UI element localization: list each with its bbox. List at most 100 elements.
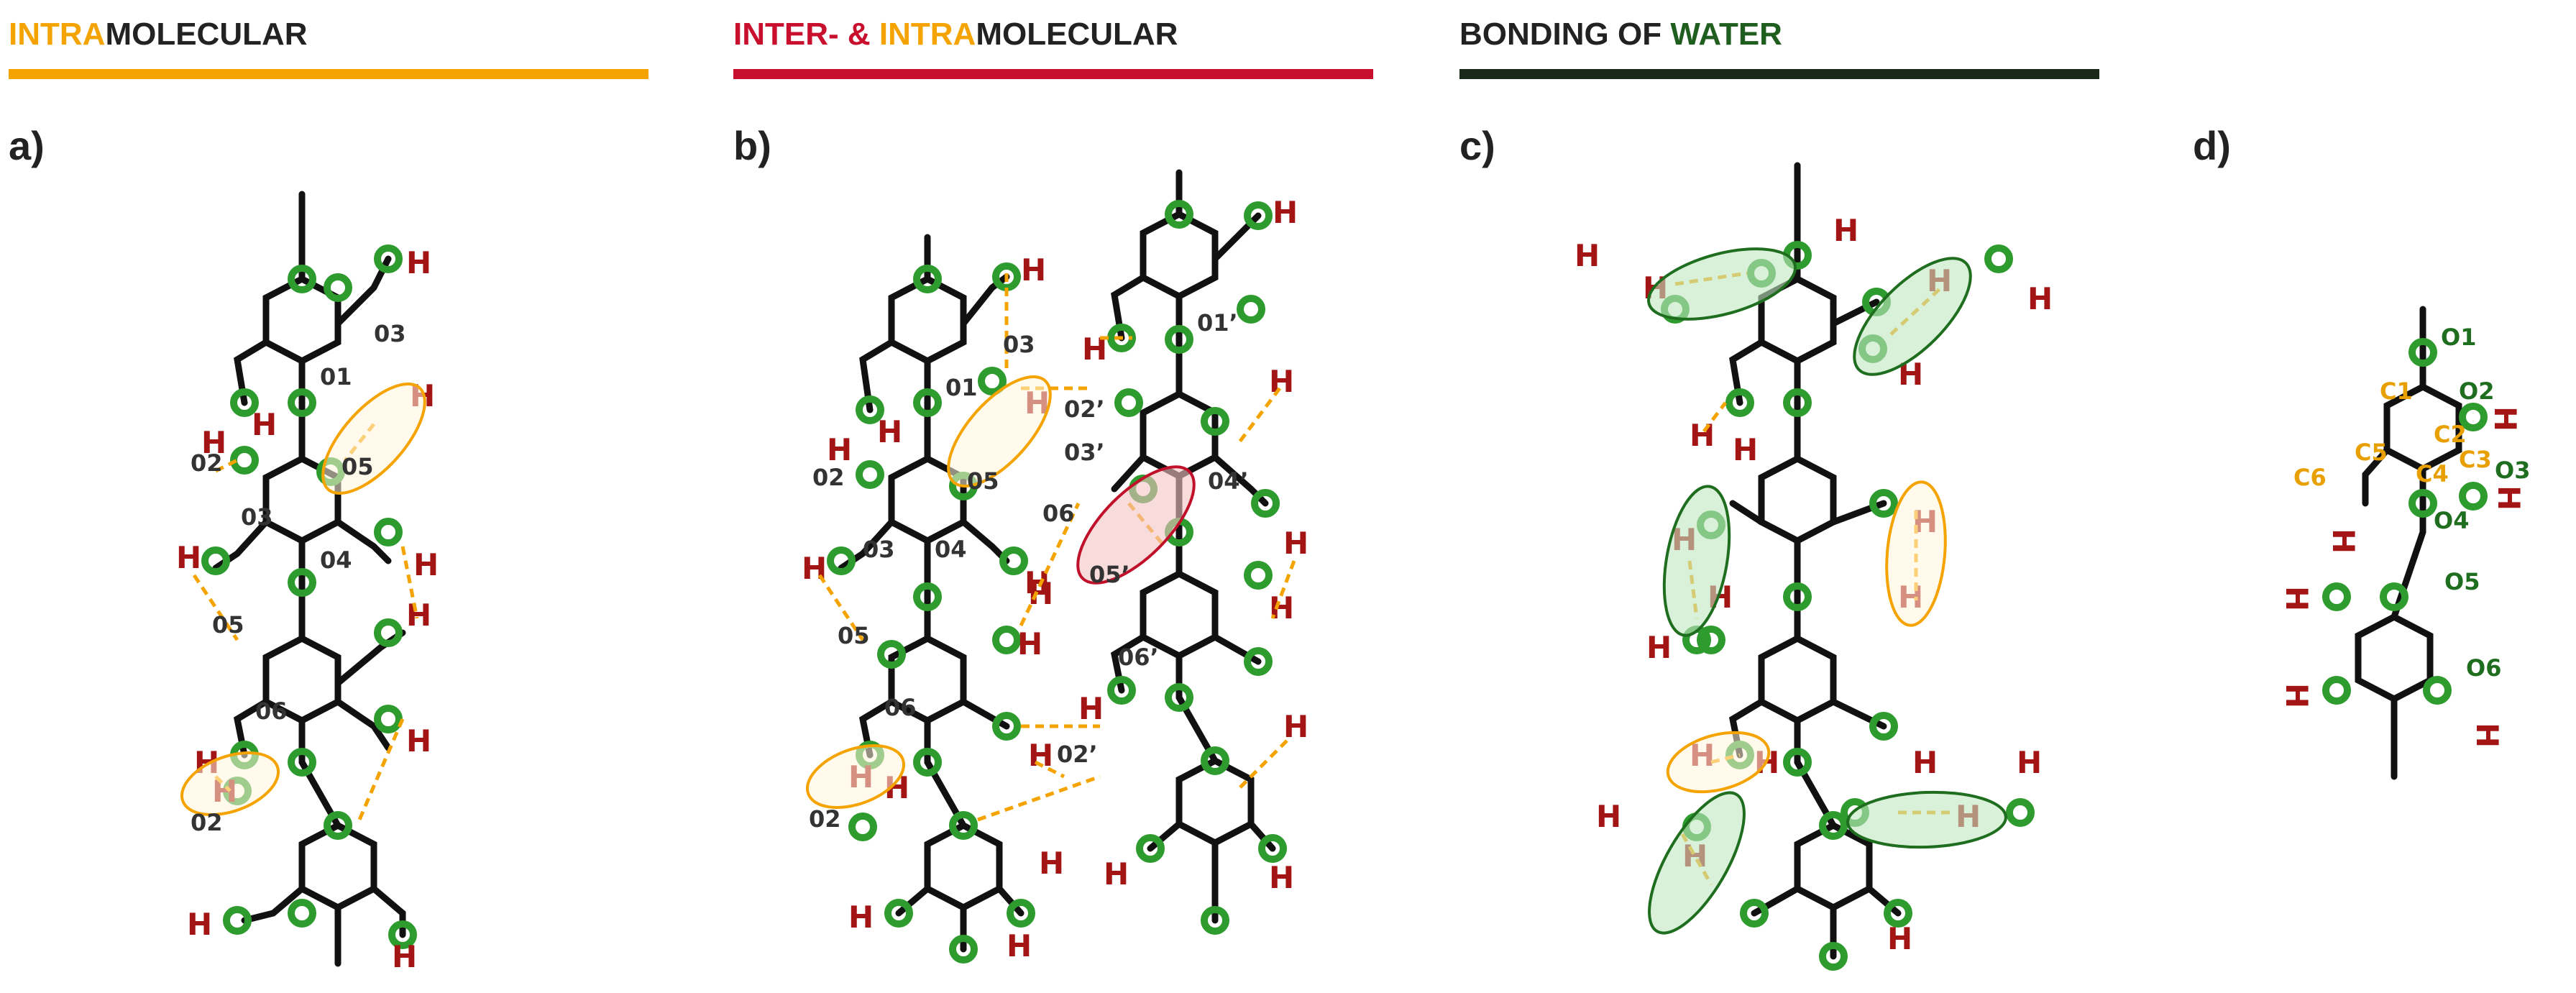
atom-label-o5: 05 xyxy=(967,467,999,495)
intramolecular-highlight xyxy=(180,751,280,816)
oxygen-atom xyxy=(852,816,874,838)
hydrogen-atom: H xyxy=(1021,252,1046,288)
header-bonding-of-water: BONDING OF WATER xyxy=(1459,17,2099,79)
atom-label-o3b: 03 xyxy=(241,503,273,531)
atom-label-o3: O3 xyxy=(2495,457,2530,484)
oxygen-atom xyxy=(2383,586,2405,608)
header-a-part2: MOLECULAR xyxy=(105,17,307,52)
panel-d-atom-numbering: H H H H H H O1 O2 O3 O4 O5 O6 C1 C2 C3 C… xyxy=(2279,306,2530,780)
atom-label-c6: C6 xyxy=(2293,464,2327,491)
oxygen-atom xyxy=(1247,564,1269,586)
oxygen-atom xyxy=(377,521,399,543)
atom-label-o5: 05 xyxy=(342,453,374,480)
atom-label-c4: C4 xyxy=(2416,460,2449,488)
atom-label-o6: 06 xyxy=(1042,500,1075,527)
oxygen-atom xyxy=(1988,248,2009,270)
atom-label-c2: C2 xyxy=(2434,421,2467,448)
water-bonding-highlight xyxy=(1846,790,2007,849)
hydrogen-atom: H xyxy=(1273,195,1298,230)
oxygen-atom xyxy=(830,550,852,572)
intramolecular-highlight xyxy=(1885,480,1947,627)
oxygen-atom xyxy=(981,370,1003,392)
hydrogen-atom: H xyxy=(252,407,277,442)
intramolecular-highlight xyxy=(1666,731,1771,794)
hydrogen-atom: H xyxy=(187,907,212,942)
hydrogen-atom: H xyxy=(848,900,874,935)
oxygen-atom xyxy=(377,622,399,644)
atom-label-c3: C3 xyxy=(2459,446,2492,473)
atom-label-o5p: 05’ xyxy=(1089,561,1130,588)
header-c-part1: BONDING OF xyxy=(1459,17,1670,52)
atom-label-o4: 04 xyxy=(320,546,352,574)
hydrogen-atom: H xyxy=(2326,528,2361,554)
hydrogen-atom: H xyxy=(201,425,226,460)
header-b-part3: MOLECULAR xyxy=(976,17,1178,52)
atom-label-o3: 03 xyxy=(374,320,406,347)
oxygen-atom xyxy=(291,902,313,924)
hydrogen-atom: H xyxy=(406,723,431,759)
hydrogen-atom: H xyxy=(1269,364,1294,399)
header-a-part1: INTRA xyxy=(9,17,105,52)
atom-label-o4: O4 xyxy=(2434,507,2469,534)
oxygen-atom xyxy=(2326,586,2347,608)
hydrogen-atom: H xyxy=(2027,281,2053,316)
hydrogen-atom: H xyxy=(1596,799,1621,834)
header-c-part2: WATER xyxy=(1670,17,1782,52)
header-b-part2: INTRA xyxy=(879,17,976,52)
atom-label-o1: 01 xyxy=(945,374,978,401)
hydrogen-atom: H xyxy=(1575,238,1600,273)
header-b-rule xyxy=(733,69,1373,79)
hydrogen-atom: H xyxy=(392,939,417,974)
panel-c-water-bonding: H H H H H H H H H H H H H H H H H H H H … xyxy=(1575,162,2053,967)
header-c-rule xyxy=(1459,69,2099,79)
hydrogen-atom: H xyxy=(413,547,439,582)
hydrogen-atom: H xyxy=(1833,213,1858,248)
glucose-ring xyxy=(1761,639,1833,720)
atom-label-o1: O1 xyxy=(2441,324,2476,351)
hydrogen-atom: H xyxy=(1269,590,1294,626)
hydrogen-atom: H xyxy=(827,432,852,467)
hydrogen-atom: H xyxy=(2279,586,2314,611)
hydrogen-atom: H xyxy=(1017,626,1042,662)
atom-label-o5b: 05 xyxy=(212,611,244,639)
atom-label-o2pb: 02’ xyxy=(1057,741,1098,768)
header-inter-intramolecular: INTER- & INTRAMOLECULAR xyxy=(733,17,1373,79)
hydrogen-atom: H xyxy=(1039,846,1064,881)
water-bonding-highlight xyxy=(1646,247,1797,321)
hydrogen-atom: H xyxy=(406,598,431,633)
oxygen-atom xyxy=(377,708,399,730)
panel-label-b: b) xyxy=(733,123,771,168)
atom-label-o2p: 02’ xyxy=(1064,395,1105,423)
header-a-rule xyxy=(9,69,648,79)
oxygen-atom xyxy=(2462,485,2484,507)
glucose-ring xyxy=(1143,394,1215,476)
hydrogen-atom: H xyxy=(176,540,201,575)
atom-label-o6: 06 xyxy=(255,697,288,725)
atom-label-o5b: 05 xyxy=(838,622,870,649)
atom-label-o3b: 03 xyxy=(863,536,895,563)
header-b-part1: INTER- & xyxy=(733,17,879,52)
hydrogen-atom: H xyxy=(1269,860,1294,895)
atom-label-o1p: 01’ xyxy=(1197,309,1238,337)
atom-label-o4: 04 xyxy=(935,536,967,563)
hydrogen-atom: H xyxy=(1283,526,1308,561)
atom-label-o3p: 03’ xyxy=(1064,439,1105,466)
hydrogen-atom: H xyxy=(1733,432,1758,467)
hydrogen-atom: H xyxy=(406,245,431,280)
oxygen-atom xyxy=(1003,550,1025,572)
panel-label-d: d) xyxy=(2193,123,2231,168)
hydrogen-atom: H xyxy=(2470,723,2505,748)
intermolecular-highlight xyxy=(1076,465,1196,585)
oxygen-atom xyxy=(205,550,226,572)
hydrogen-atom: H xyxy=(2017,745,2042,780)
oxygen-atom xyxy=(2009,802,2031,823)
oxygen-atom xyxy=(1240,298,1262,320)
water-bonding-highlight xyxy=(1662,485,1731,637)
atom-label-o1: 01 xyxy=(320,363,352,390)
oxygen-atom xyxy=(226,910,248,931)
hydrogen-atom: H xyxy=(2488,406,2523,431)
panel-b-two-cellulose-chains: H H H H H H H H H H H H H H H H H H H H … xyxy=(802,169,1308,964)
panel-a-cellulose-chain: H H H H H H H H H H H H 03 01 05 02 03 0… xyxy=(176,191,439,974)
glucose-ring xyxy=(1761,459,1833,541)
atom-label-c5: C5 xyxy=(2355,439,2388,466)
